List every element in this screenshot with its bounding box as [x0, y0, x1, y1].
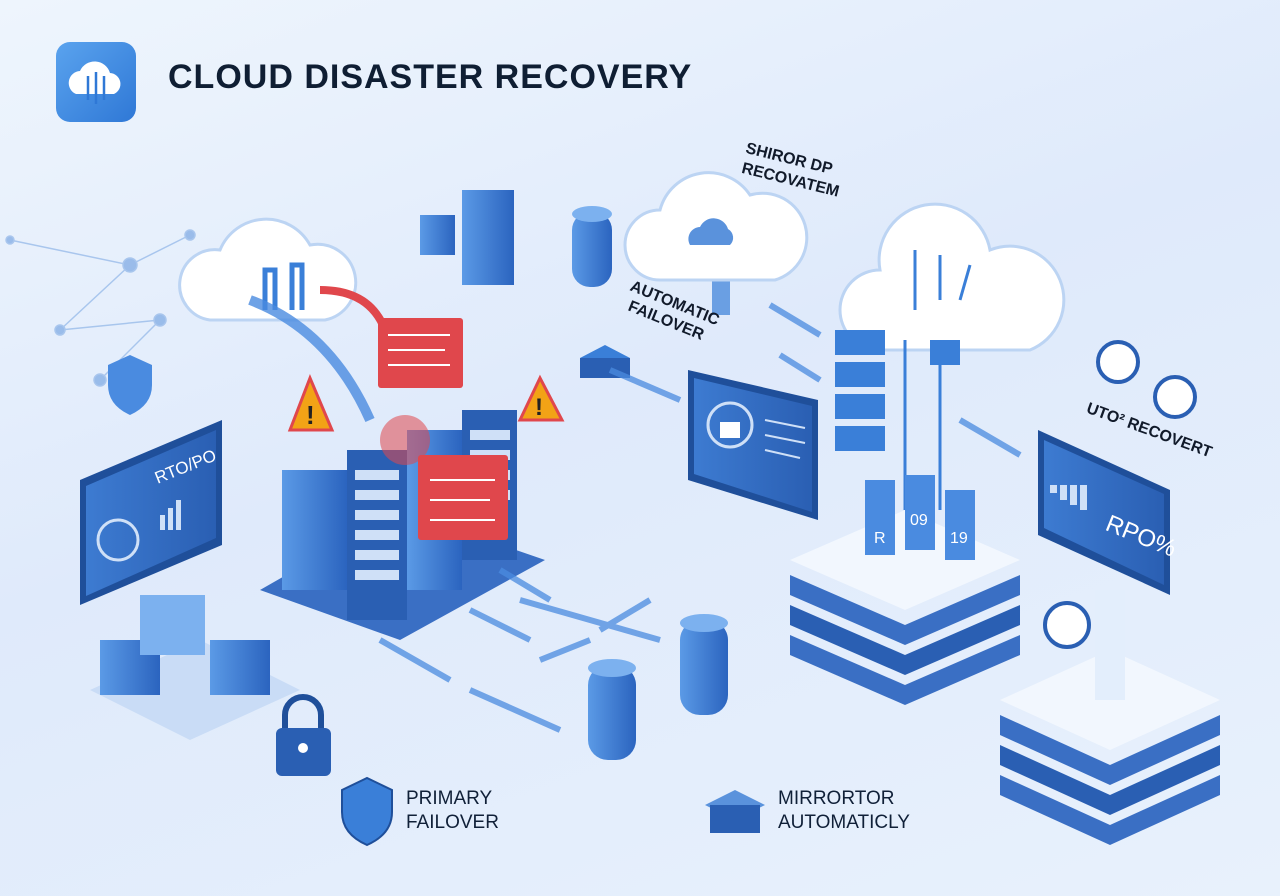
rpo-platform — [1000, 590, 1220, 845]
label-mirrortor: MIRRORTOR — [778, 788, 895, 809]
database-icon — [588, 659, 636, 760]
flow-arrows — [378, 302, 1022, 733]
padlock-icon — [276, 694, 331, 776]
rto-monitor — [80, 420, 222, 605]
server-stack-top — [420, 190, 514, 285]
warning-icon: ! — [287, 373, 335, 432]
database-icon — [680, 614, 728, 715]
label-primary: PRIMARY — [406, 788, 493, 809]
shield-icon — [108, 355, 152, 415]
page-title: CLOUD DISASTER RECOVERY — [168, 58, 693, 96]
primary-server-rack — [260, 318, 545, 640]
panel-r: R — [874, 530, 886, 547]
clock-icon — [1043, 340, 1197, 649]
svg-text:!: ! — [535, 394, 543, 421]
left-server-cluster — [90, 595, 300, 740]
cloud-network-icon — [68, 61, 121, 104]
server-panels — [835, 330, 960, 451]
cloud-middle — [623, 171, 809, 315]
mirror-server-icon — [705, 790, 765, 833]
recovery-platform — [790, 475, 1020, 705]
warning-icon: ! — [517, 374, 565, 422]
shield-icon — [341, 776, 393, 847]
cloud-right — [838, 202, 1066, 510]
failover-arrow — [248, 295, 375, 423]
label-automaticly: AUTOMATICLY — [778, 812, 910, 833]
rpo-monitor — [1038, 430, 1170, 595]
database-icon — [572, 206, 612, 287]
lock-monitor — [688, 370, 818, 520]
panel-19: 19 — [950, 530, 968, 547]
svg-text:!: ! — [306, 400, 315, 430]
label-primary-failover: FAILOVER — [406, 812, 499, 833]
panel-09: 09 — [910, 512, 928, 529]
network-graph — [5, 229, 196, 387]
cloud-left — [178, 217, 358, 322]
logo — [56, 42, 136, 122]
